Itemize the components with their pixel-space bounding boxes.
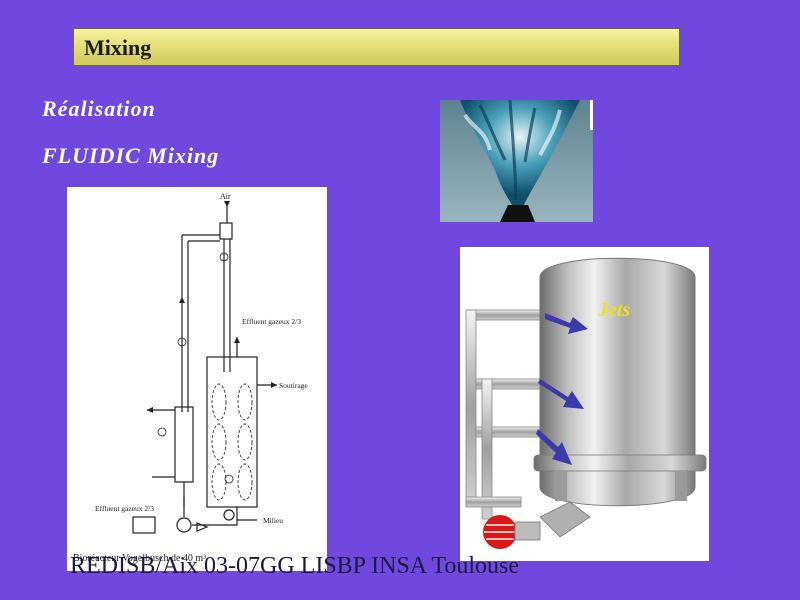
subtitle-realisation: Réalisation: [42, 96, 156, 121]
bioreactor-schematic: Air Effluent gazeux 2/3 Soutirage Efflue…: [67, 187, 327, 571]
tank-illustration: Jets: [460, 247, 709, 561]
slide-footer: REDISB/Aix 03-07GG LISBP INSA Toulouse: [70, 553, 520, 579]
pump-icon: [483, 515, 541, 549]
slide-title: Mixing: [84, 35, 152, 60]
effluent-top-label: Effluent gazeux 2/3: [242, 317, 301, 326]
jets-label: Jets: [597, 299, 630, 321]
soutirage-label: Soutirage: [279, 381, 308, 390]
jet-arrows: [536, 313, 588, 465]
diagram-caption: Bioréacteur Vogelbusch de 40 m³: [73, 553, 206, 564]
fluid-jet-photo: [440, 100, 593, 222]
title-bar: Mixing: [73, 28, 680, 66]
air-label: Air: [220, 192, 231, 201]
milieu-label: Milieu: [263, 516, 283, 525]
effluent-bottom-label: Effluent gazeux 2/3: [95, 504, 154, 513]
subtitle-fluidic-mixing: FLUIDIC Mixing: [42, 143, 220, 168]
